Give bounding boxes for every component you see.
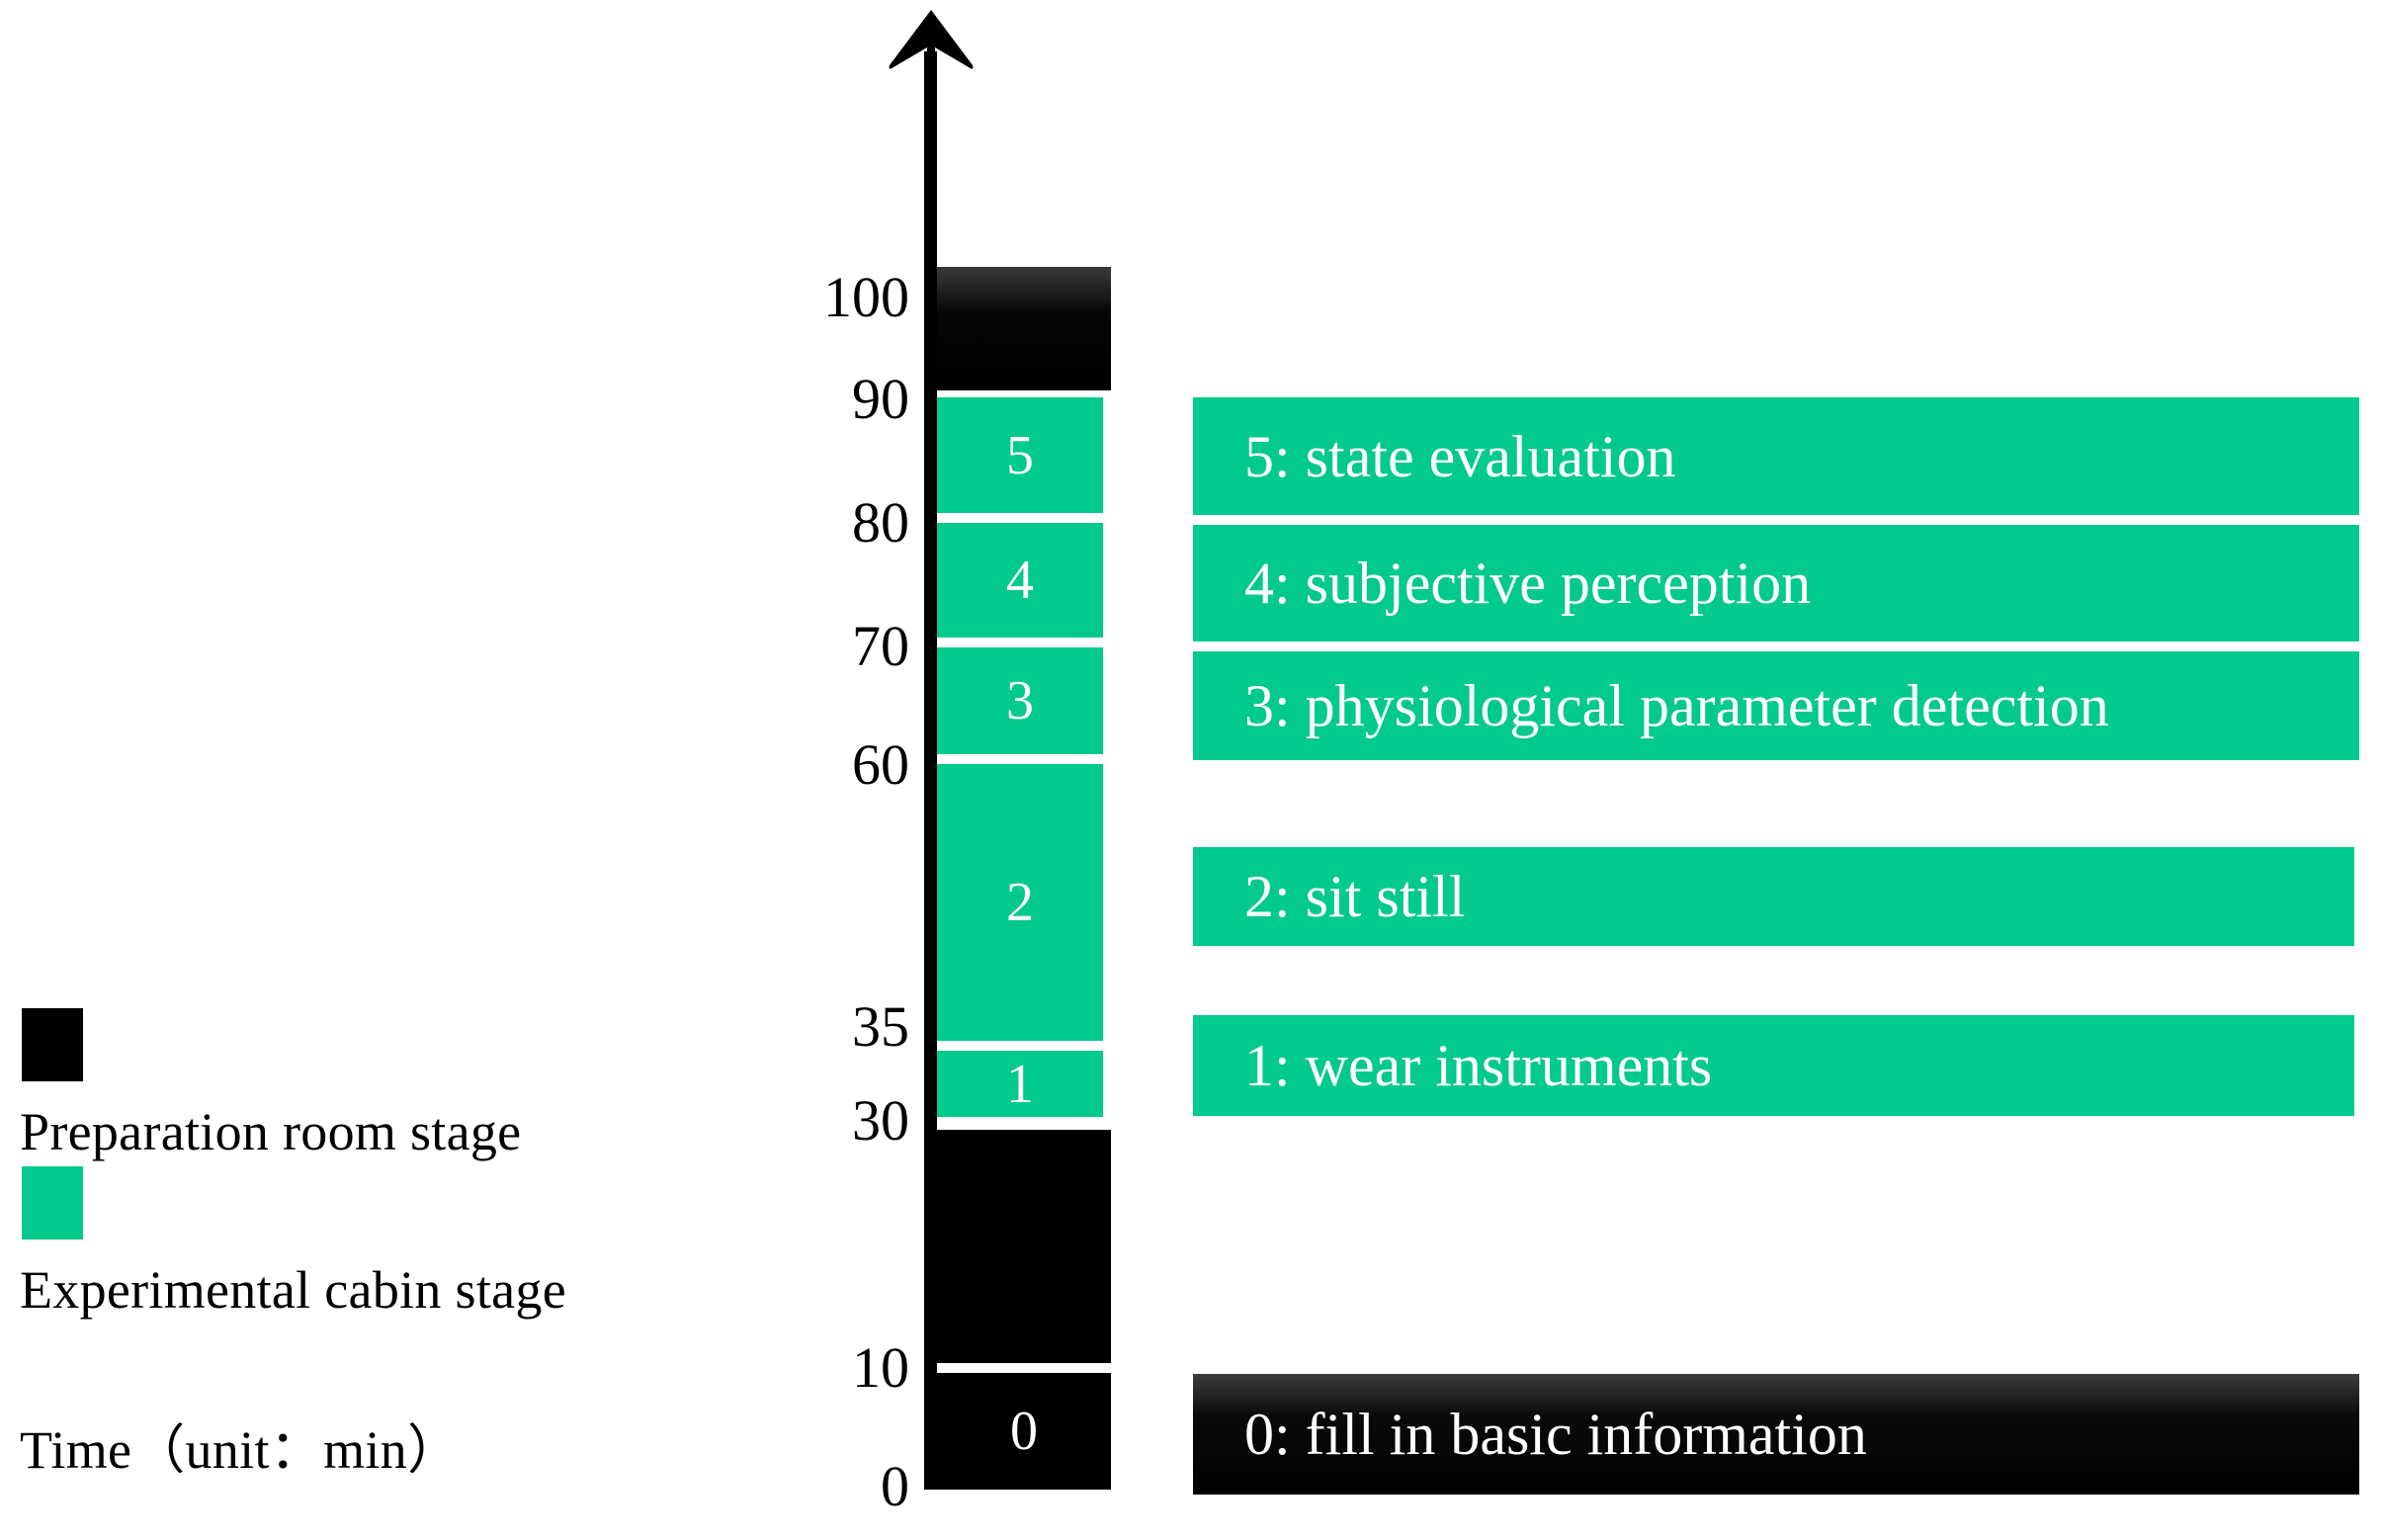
- legend: Preparation room stage Experimental cabi…: [20, 0, 771, 1540]
- tick-label-100: 100: [823, 265, 909, 329]
- timeline-segment-2: 2: [937, 764, 1103, 1041]
- y-axis-line: [924, 51, 937, 1490]
- axis-unit-caption: Time（unit：min）: [20, 1420, 462, 1480]
- desc-bar-stage-1: 1: wear instruments: [1193, 1015, 2354, 1116]
- tick-label-0: 0: [881, 1454, 909, 1518]
- y-axis-tick-labels: 100 90 80 70 60 35 30 10 0: [771, 0, 909, 1540]
- timeline-segment-4: 4: [937, 523, 1103, 638]
- timeline-segment-3: 3: [937, 647, 1103, 754]
- timeline-segment-5: 5: [937, 397, 1103, 513]
- y-axis-arrow-icon: [888, 10, 975, 71]
- tick-label-10: 10: [852, 1335, 909, 1400]
- desc-bar-stage-5: 5: state evaluation: [1193, 397, 2359, 515]
- legend-label-preparation-room: Preparation room stage: [20, 1102, 522, 1161]
- tick-label-90: 90: [852, 367, 909, 431]
- timeline-segment-1: 1: [937, 1051, 1103, 1117]
- tick-label-80: 80: [852, 490, 909, 555]
- legend-swatch-preparation-room: [22, 1008, 83, 1081]
- stage-description-bars: 5: state evaluation 4: subjective percep…: [1193, 0, 2359, 1540]
- desc-bar-stage-4: 4: subjective perception: [1193, 525, 2359, 642]
- desc-bar-stage-2: 2: sit still: [1193, 847, 2354, 946]
- desc-bar-stage-3: 3: physiological parameter detection: [1193, 651, 2359, 760]
- timeline-column: 5 4 3 2 1 0: [937, 0, 1111, 1540]
- tick-label-70: 70: [852, 614, 909, 678]
- timeline-segment-90-100: [937, 267, 1111, 390]
- timeline-segment-10-30: [937, 1130, 1111, 1363]
- tick-label-30: 30: [852, 1088, 909, 1153]
- legend-label-experimental-cabin: Experimental cabin stage: [20, 1260, 566, 1320]
- tick-label-35: 35: [852, 994, 909, 1059]
- legend-swatch-experimental-cabin: [22, 1166, 83, 1240]
- desc-bar-stage-0: 0: fill in basic information: [1193, 1374, 2359, 1495]
- timeline-segment-0: 0: [937, 1373, 1111, 1490]
- tick-label-60: 60: [852, 732, 909, 797]
